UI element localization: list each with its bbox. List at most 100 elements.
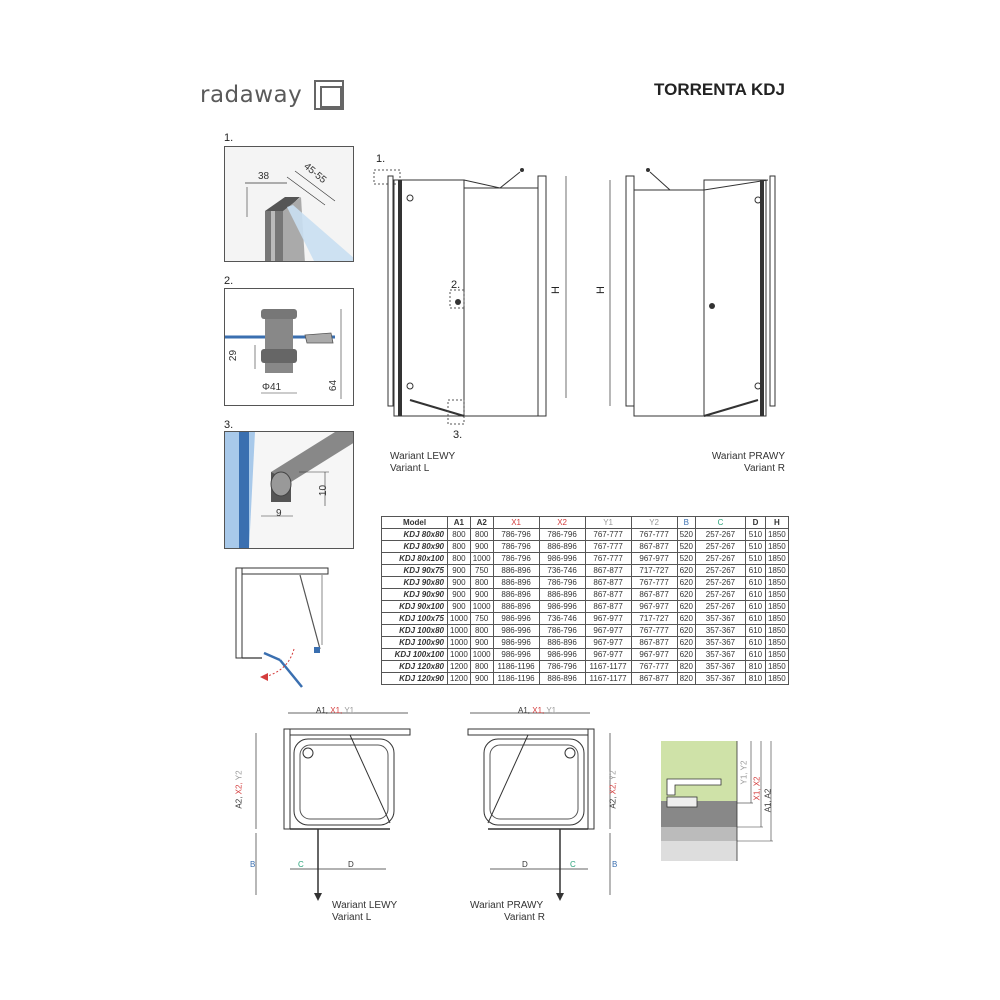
table-cell: 1850 [764, 576, 789, 589]
table-cell: 257-267 [694, 576, 746, 589]
table-cell: 357-367 [694, 672, 746, 685]
plan-right-label-1: Wariant PRAWY [470, 900, 544, 911]
plan-right-top-dim: A1, X1, Y1 [518, 706, 556, 715]
plan-left-a2: A2, [234, 796, 244, 809]
table-cell: 620 [676, 636, 696, 649]
table-cell: 867-877 [584, 588, 632, 601]
detail-1-number: 1. [224, 132, 234, 144]
detail-3-height: 10 [318, 484, 330, 497]
table-cell: 886-896 [492, 564, 540, 577]
plan-right-drawing [467, 712, 611, 901]
table-cell: 800 [447, 528, 471, 541]
plan-left-a1: A1, [316, 706, 329, 715]
plan-left-label-1: Wariant LEWY [332, 900, 398, 911]
table-cell: 886-896 [538, 672, 586, 685]
detail-3-number: 3. [224, 419, 234, 431]
table-cell: 510 [744, 540, 766, 553]
table-cell: 986-996 [492, 648, 540, 661]
table-cell: 800 [447, 540, 471, 553]
table-cell: 717-727 [630, 612, 678, 625]
table-cell: 1000 [469, 600, 494, 613]
table-cell: 610 [744, 588, 766, 601]
table-cell: 800 [469, 576, 494, 589]
table-cell: 786-796 [492, 528, 540, 541]
table-cell: 357-367 [694, 612, 746, 625]
table-cell: 886-896 [538, 636, 586, 649]
table-cell: 257-267 [694, 540, 746, 553]
table-cell: 886-896 [492, 600, 540, 613]
detail-3-width: 9 [276, 508, 282, 519]
table-cell: 767-777 [584, 552, 632, 565]
table-cell: 1000 [447, 612, 471, 625]
elevation-right-drawing [609, 168, 776, 417]
table-cell: 610 [744, 624, 766, 637]
plan-right-x1: X1, [532, 706, 545, 715]
table-cell: 736-746 [538, 612, 586, 625]
plan-left-top-dim: A1, X1, Y1 [316, 706, 354, 715]
table-cell: 800 [469, 528, 494, 541]
table-cell: 736-746 [538, 564, 586, 577]
table-cell: 900 [469, 540, 494, 553]
elevation-left-label-1: Wariant LEWY [390, 451, 456, 462]
table-cell: KDJ 80x100 [381, 552, 448, 565]
table-cell: 967-977 [630, 600, 678, 613]
table-cell: 357-367 [694, 624, 746, 637]
table-cell: 1200 [447, 660, 471, 673]
table-cell: KDJ 90x80 [381, 576, 448, 589]
profile-y-dim: Y1, Y2 [739, 760, 749, 785]
detail-2-height2: 64 [328, 379, 340, 392]
table-cell: 900 [469, 636, 494, 649]
col-y2: Y2 [630, 516, 678, 529]
table-cell: 610 [744, 648, 766, 661]
table-cell: 900 [447, 600, 471, 613]
table-cell: 1186-1196 [492, 672, 540, 685]
table-cell: 357-367 [694, 660, 746, 673]
col-d: D [744, 516, 766, 529]
plan-left-y2: Y2 [234, 770, 244, 781]
table-cell: 786-796 [538, 624, 586, 637]
col-c: C [694, 516, 746, 529]
table-cell: 986-996 [538, 552, 586, 565]
table-cell: 520 [676, 552, 696, 565]
table-cell: 1200 [447, 672, 471, 685]
table-cell: 610 [744, 612, 766, 625]
elevation-right-label-1: Wariant PRAWY [711, 451, 785, 462]
table-cell: 257-267 [694, 588, 746, 601]
table-cell: 900 [447, 576, 471, 589]
table-cell: 620 [676, 564, 696, 577]
plan-left-c: C [298, 860, 304, 869]
table-cell: 867-877 [584, 564, 632, 577]
table-cell: 1000 [469, 552, 494, 565]
detail-3-drawing [225, 432, 353, 548]
table-cell: KDJ 90x100 [381, 600, 448, 613]
table-cell: 620 [676, 576, 696, 589]
table-cell: 767-777 [630, 528, 678, 541]
table-cell: 886-896 [538, 588, 586, 601]
table-cell: 1186-1196 [492, 660, 540, 673]
table-cell: 620 [676, 588, 696, 601]
table-cell: 967-977 [584, 612, 632, 625]
table-cell: 257-267 [694, 552, 746, 565]
table-cell: 357-367 [694, 636, 746, 649]
brand-logo-text: radaway [200, 82, 303, 108]
table-cell: 1850 [764, 540, 789, 553]
table-cell: 750 [469, 612, 494, 625]
table-cell: 357-367 [694, 648, 746, 661]
elevation-callout-3: 3. [453, 429, 463, 441]
table-cell: 886-896 [538, 540, 586, 553]
table-cell: 257-267 [694, 600, 746, 613]
detail-2-diameter: Φ41 [262, 382, 282, 393]
plan-left-y1: Y1 [344, 706, 355, 715]
detail-1-width: 38 [258, 171, 270, 182]
table-cell: 767-777 [630, 576, 678, 589]
table-cell: 767-777 [584, 528, 632, 541]
table-cell: 867-877 [584, 576, 632, 589]
table-cell: 1850 [764, 672, 789, 685]
table-cell: 510 [744, 528, 766, 541]
table-cell: KDJ 120x90 [381, 672, 448, 685]
table-cell: 967-977 [584, 636, 632, 649]
elevation-left-label-2: Variant L [390, 463, 430, 474]
